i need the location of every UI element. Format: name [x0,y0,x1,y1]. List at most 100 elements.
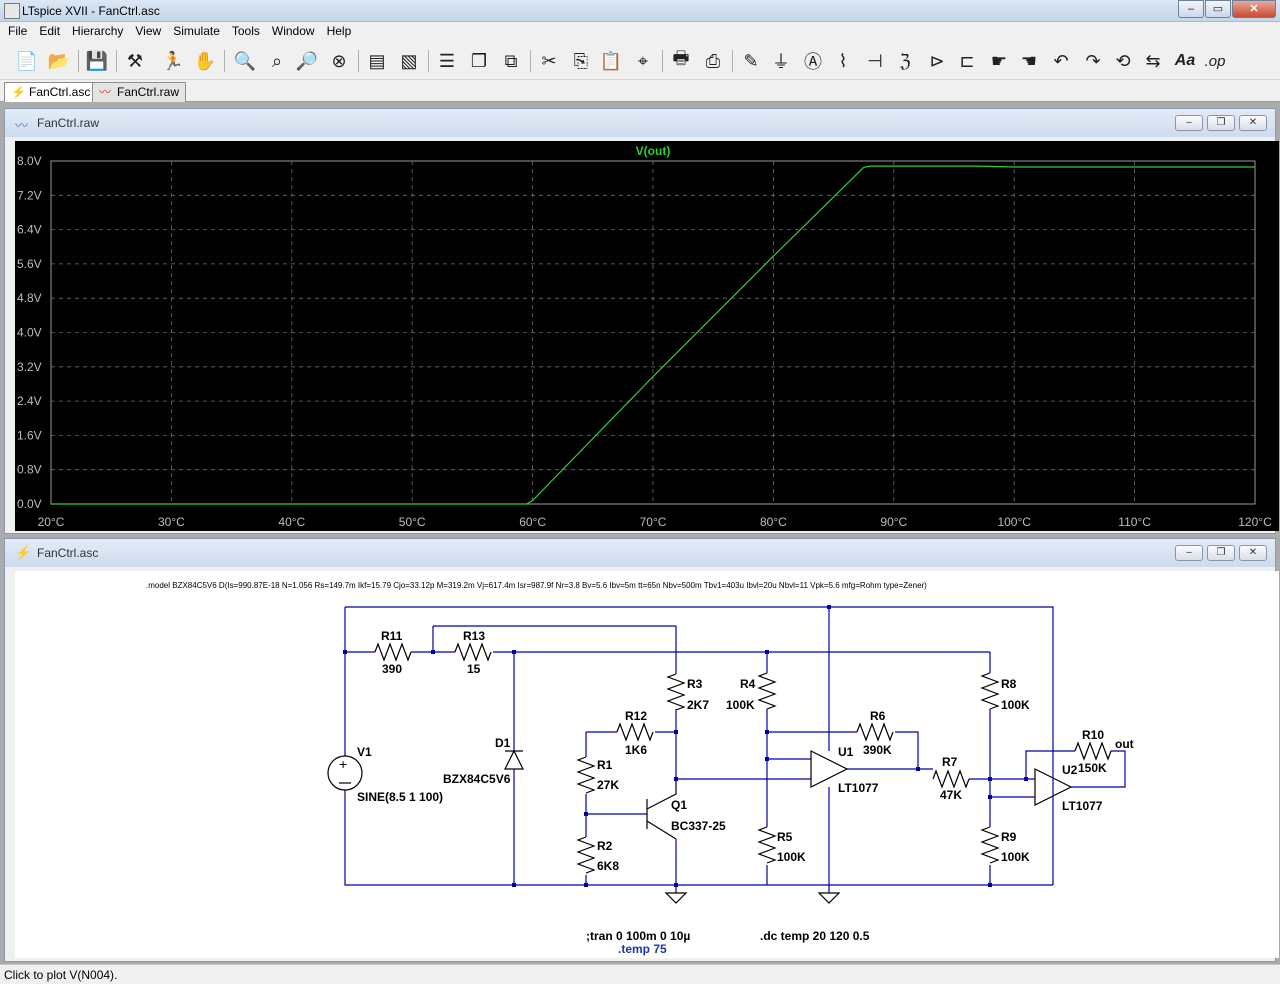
schematic-restore-button[interactable]: ❐ [1207,545,1235,561]
diode-icon[interactable]: ⊳ [929,50,945,71]
close-windows-icon[interactable]: ⧉ [504,50,518,71]
waveform-close-button[interactable]: ✕ [1239,115,1267,131]
print-setup-icon[interactable]: 🖶 [672,48,690,68]
menu-edit[interactable]: Edit [39,24,61,38]
waveform-minimize-button[interactable]: – [1175,115,1203,131]
resistor-r2[interactable] [576,836,596,874]
cascade-icon[interactable]: ❐ [470,50,488,71]
voltage-source-v1[interactable] [327,755,363,791]
wire[interactable] [1025,750,1075,779]
status-text: Click to plot V(N004). [4,968,118,982]
label-icon[interactable]: Ⓐ [804,52,822,72]
resistor-r1[interactable] [576,756,596,794]
resistor-r11[interactable] [374,642,412,662]
inductor-icon[interactable]: ℨ [899,50,911,71]
mirror-icon[interactable]: ⇆ [1145,50,1161,71]
zoom-out-icon[interactable]: 🔎 [295,50,319,71]
mark-unref-icon[interactable]: ▧ [400,50,418,71]
trace-vout[interactable] [51,165,1255,505]
resistor-r4[interactable] [757,672,777,710]
tile-icon[interactable]: ☰ [438,50,456,71]
ltspice-app-icon[interactable] [4,3,20,19]
resistor-r13[interactable] [454,642,492,662]
wire[interactable] [345,606,1054,885]
resistor-r10[interactable] [1074,741,1112,761]
zoom-in-icon[interactable]: 🔍 [233,50,257,71]
wire[interactable] [344,607,1053,886]
resistor-r5[interactable] [757,826,777,864]
menu-file[interactable]: File [8,24,28,38]
new-schematic-icon[interactable]: 📄 [15,50,39,71]
tab-fanctrl-asc[interactable]: ⚡ FanCtrl.asc [4,82,98,103]
copy-icon[interactable]: ⎘ [573,50,589,71]
cut-icon[interactable]: ✂ [541,50,557,71]
wire-icon[interactable]: ✎ [743,50,759,71]
menu-simulate[interactable]: Simulate [173,24,220,38]
spice-directive-icon[interactable]: .op [1204,52,1226,70]
move-icon[interactable]: ☛ [990,50,1008,71]
model-directive[interactable]: .model BZX84C5V6 D(Is=990.87E-18 N=1.056… [146,581,927,590]
r5-value: 100K [777,850,806,864]
resistor-r7[interactable] [932,769,970,789]
wire[interactable] [411,626,434,653]
save-icon[interactable]: 💾 [85,50,109,71]
component-icon[interactable]: ⊏ [959,50,975,71]
open-icon[interactable]: 📂 [47,50,71,71]
control-panel-icon[interactable]: ⚒ [126,50,144,71]
zener-diode-d1[interactable] [504,749,524,770]
trace-point [863,166,865,169]
print-icon[interactable]: ⎙ [705,50,721,71]
transistor-q1[interactable] [646,779,677,840]
resistor-r9[interactable] [980,826,1000,864]
menu-help[interactable]: Help [326,24,352,38]
menu-window[interactable]: Window [271,24,315,38]
undo-icon[interactable]: ↶ [1053,50,1069,71]
redo-icon[interactable]: ↷ [1085,50,1101,71]
temp-directive[interactable]: .temp 75 [618,942,667,956]
drag-icon[interactable]: ☚ [1020,50,1038,71]
pan-icon[interactable]: ⌕ [271,50,283,71]
maximize-button[interactable]: ▭ [1205,0,1231,18]
minimize-button[interactable]: – [1178,0,1204,18]
wire[interactable] [1071,750,1126,788]
resistor-r6[interactable] [856,722,894,742]
schematic-window-titlebar[interactable]: ⚡ FanCtrl.asc – ❐ ✕ [5,539,1275,567]
ground-icon[interactable]: ⏚ [772,52,790,72]
rotate-icon[interactable]: ⟲ [1115,50,1131,71]
text-icon[interactable]: Aa [1174,52,1196,69]
y-tick-label: 8.0V [17,154,42,168]
waveform-restore-button[interactable]: ❐ [1207,115,1235,131]
x-tick-label: 120°C [1238,515,1272,529]
opamp-u1[interactable] [810,750,849,788]
schematic-canvas[interactable]: + [15,571,1279,958]
run-icon[interactable]: 🏃 [161,50,185,71]
resistor-r12[interactable] [616,722,654,742]
resistor-r8[interactable] [980,672,1000,710]
opamp-u2[interactable] [1034,768,1073,806]
wire[interactable] [895,731,919,769]
tran-directive[interactable]: ;tran 0 100m 0 10µ [586,929,690,943]
halt-icon[interactable]: ✋ [193,50,217,71]
autorange-icon[interactable]: ▤ [368,50,386,71]
dc-directive[interactable]: .dc temp 20 120 0.5 [760,929,870,943]
waveform-window-titlebar[interactable]: 〰 FanCtrl.raw – ❐ ✕ [5,109,1275,137]
schematic-minimize-button[interactable]: – [1175,545,1203,561]
trace-title[interactable]: V(out) [636,144,671,158]
schematic-close-button[interactable]: ✕ [1239,545,1267,561]
resistor-icon[interactable]: ⌇ [838,50,848,71]
out-net-label[interactable]: out [1115,737,1134,751]
menu-hierarchy[interactable]: Hierarchy [72,24,124,38]
schematic-drawing[interactable]: + [15,571,1279,958]
tab-fanctrl-raw[interactable]: 〰 FanCtrl.raw [92,82,187,102]
zoom-fit-icon[interactable]: ⊗ [331,50,347,71]
menu-view[interactable]: View [135,24,162,38]
find-icon[interactable]: ⌖ [637,50,649,71]
close-button[interactable]: ✕ [1232,0,1276,18]
resistor-r3[interactable] [666,673,686,711]
paste-icon[interactable]: 📋 [599,50,623,71]
r10-value: 150K [1078,761,1107,775]
menu-tools[interactable]: Tools [231,24,260,38]
capacitor-icon[interactable]: ⊣ [867,50,883,71]
